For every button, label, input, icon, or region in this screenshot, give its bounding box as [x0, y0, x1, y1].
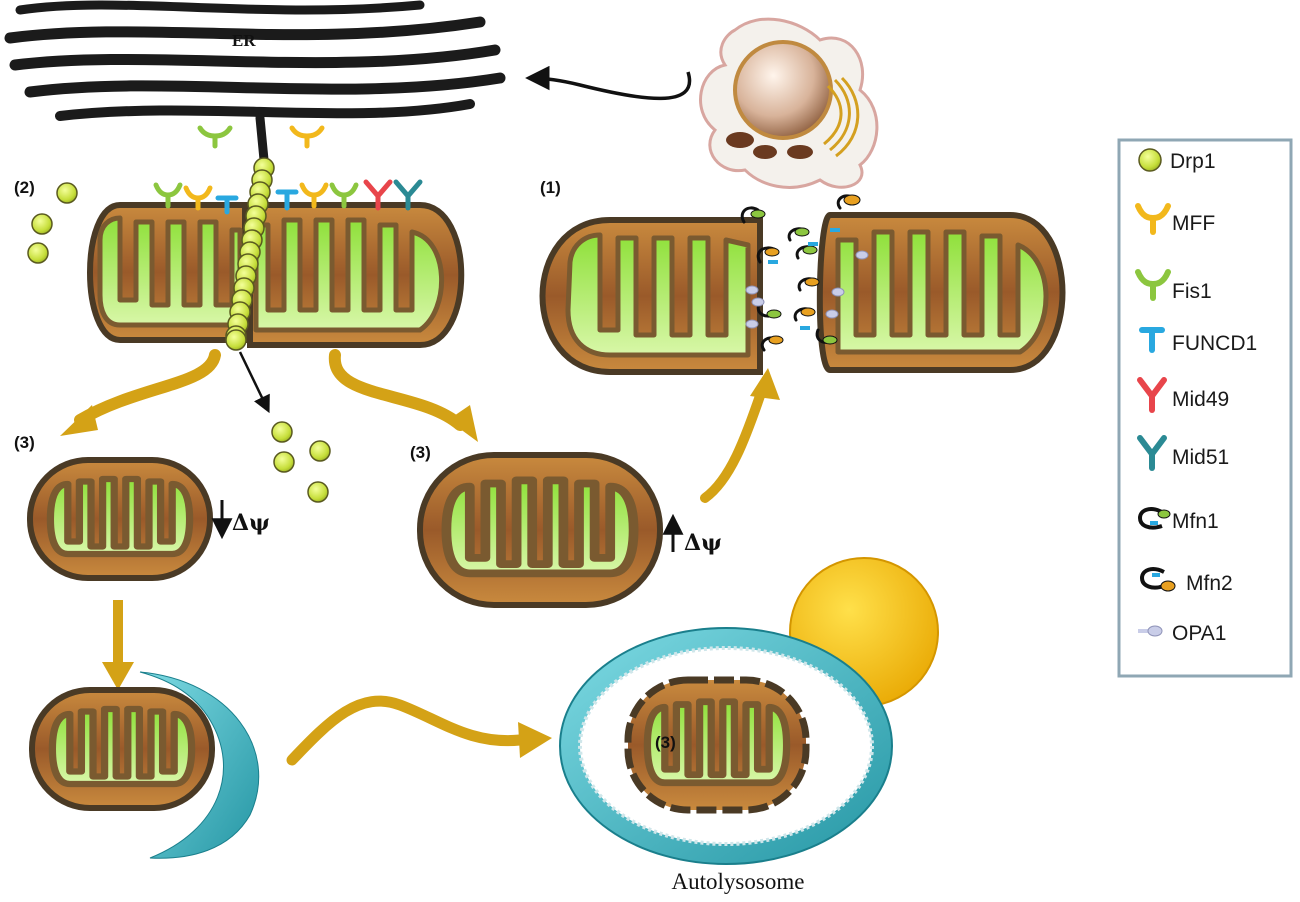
fission-surface-receptors: [153, 179, 423, 215]
fusion-arrowhead: [750, 368, 780, 400]
legend-item-fis1: Fis1: [1135, 269, 1212, 303]
daughter-to-fusion-arrow: [700, 385, 767, 503]
legend-item-funcd1: FUNCD1: [1139, 327, 1257, 355]
released-drp1-cluster: [271, 421, 331, 503]
mff-receptor-icon: [1135, 203, 1171, 235]
legend-item-mfn2: Mfn2: [1139, 567, 1233, 595]
right-daughter-arrowhead: [448, 405, 478, 442]
cell-to-er-arrow: [525, 65, 692, 101]
legend-item-drp1: Drp1: [1138, 148, 1216, 173]
fission-mitochondrion-left: [87, 202, 248, 343]
legend-label-drp1: Drp1: [1170, 150, 1216, 173]
drp1-release-arrow: [238, 351, 270, 414]
left-daughter-arrowhead: [60, 405, 98, 436]
fusion-mitochondrion-right: [816, 212, 1066, 373]
free-drp1-cluster-left: [27, 182, 78, 264]
mid51-receptor-icon: [1137, 435, 1167, 471]
autolysosome-arrowhead: [518, 722, 552, 758]
phagophore-to-autolysosome-arrow: [286, 695, 526, 766]
endoplasmic-reticulum: [4, 0, 506, 175]
legend-label-mfn1: Mfn1: [1172, 510, 1219, 533]
opa1-icon: [1138, 625, 1163, 637]
legend-panel: Drp1 MFF Fis1 FUNCD1 Mid49: [1117, 138, 1293, 678]
depolarized-daughter-mitochondrion: [27, 457, 213, 581]
mid49-receptor-icon: [1137, 377, 1167, 413]
autolysosome-label: Autolysosome: [672, 869, 805, 894]
fusion-mitochondrion-left: [539, 217, 763, 375]
er-label: ER: [232, 31, 256, 50]
step-3-inner-label: (3): [655, 733, 676, 752]
funcd1-receptor-icon: [1139, 327, 1165, 353]
delta-psi-down-label: Δψ: [232, 510, 270, 536]
delta-psi-up-label: Δψ: [684, 530, 722, 556]
legend-label-mff: MFF: [1172, 212, 1215, 235]
mfn2-icon: [1139, 567, 1176, 592]
legend-label-mid51: Mid51: [1172, 446, 1229, 469]
fission-mitochondrion-right: [247, 202, 465, 348]
er-fis1-receptor: [197, 125, 233, 149]
step-2-label: (2): [14, 178, 35, 197]
cell-illustration: [699, 17, 879, 189]
legend-label-funcd1: FUNCD1: [1172, 332, 1257, 355]
legend-item-mid49: Mid49: [1137, 377, 1229, 413]
autolysosome: [559, 557, 939, 865]
mfn1-icon: [1137, 507, 1171, 530]
fis1-receptor-icon: [1135, 269, 1171, 301]
step-3-left-label: (3): [14, 433, 35, 452]
legend-item-opa1: OPA1: [1138, 622, 1226, 645]
er-mff-receptor: [289, 125, 325, 149]
step-3-right-label: (3): [410, 443, 431, 462]
legend-label-fis1: Fis1: [1172, 280, 1212, 303]
fusion-proteins: [740, 194, 869, 352]
phagophore-engulfing-mitochondrion: [29, 671, 260, 859]
step-1-label: (1): [540, 178, 561, 197]
legend-item-mfn1: Mfn1: [1137, 507, 1219, 533]
legend-item-mid51: Mid51: [1137, 435, 1229, 471]
drp1-sphere-icon: [1138, 148, 1162, 172]
phagophore-arrowhead: [102, 662, 134, 690]
drp1-release-point: [225, 329, 247, 351]
fission-to-left-daughter-arrow: [74, 349, 221, 426]
legend-label-opa1: OPA1: [1172, 622, 1226, 645]
legend-label-mid49: Mid49: [1172, 388, 1229, 411]
legend-label-mfn2: Mfn2: [1186, 572, 1233, 595]
polarized-daughter-mitochondrion: [417, 452, 663, 608]
legend-item-mff: MFF: [1135, 203, 1215, 235]
fission-to-right-daughter-arrow: [328, 349, 466, 431]
